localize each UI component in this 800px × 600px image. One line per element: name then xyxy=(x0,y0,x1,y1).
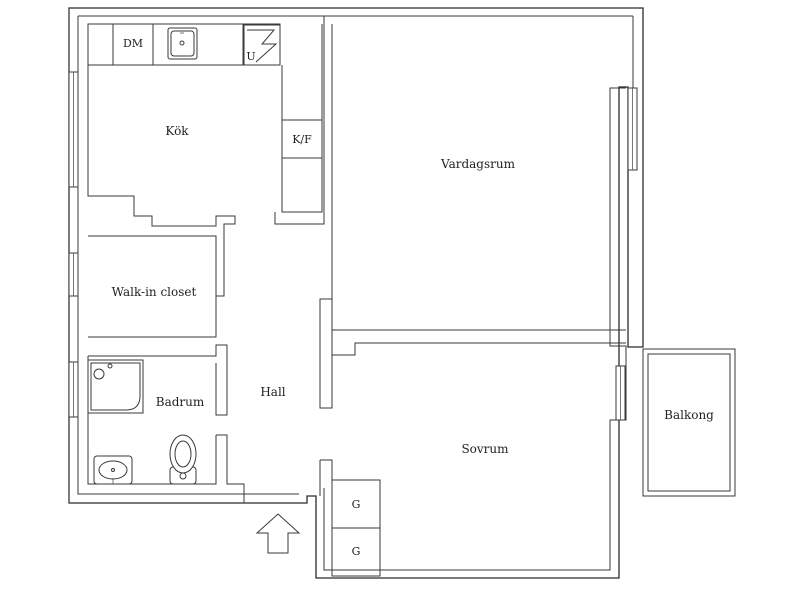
bathroom-top-wall xyxy=(88,344,228,416)
closet-wall xyxy=(88,235,217,338)
balcony-label: Balkong xyxy=(664,408,714,422)
bathroom-label: Badrum xyxy=(156,395,205,409)
fridge-freezer-label: K/F xyxy=(292,133,312,146)
oven-label: U xyxy=(246,50,255,63)
toilet-icon xyxy=(169,434,197,485)
bathroom-right-wall xyxy=(216,434,245,503)
kitchen-sink-icon xyxy=(167,27,198,60)
oven-icon xyxy=(243,24,281,66)
wardrobe-bottom-label: G xyxy=(352,545,361,558)
kitchen-right-wall xyxy=(274,16,325,225)
window-kitchen xyxy=(68,71,79,188)
shower-icon xyxy=(87,359,144,414)
outer-wall xyxy=(68,7,644,579)
bedroom-top-wall xyxy=(332,342,626,356)
kitchen-bottom-wall xyxy=(87,65,236,297)
wardrobes xyxy=(331,479,381,577)
dishwasher-label: DM xyxy=(123,37,143,50)
living-bedroom-divider xyxy=(319,298,333,409)
living-room-label: Vardagsrum xyxy=(440,157,516,171)
wardrobe-top-label: G xyxy=(352,498,361,511)
bedroom-label: Sovrum xyxy=(461,442,509,456)
washbasin-icon xyxy=(93,455,133,485)
window-bedroom xyxy=(615,365,626,421)
walk-in-closet-label: Walk-in closet xyxy=(112,285,197,299)
hall-label: Hall xyxy=(260,385,285,399)
window-bathroom xyxy=(68,361,79,418)
outer-wall-inner-right xyxy=(323,87,627,571)
window-closet xyxy=(68,252,79,297)
entrance-arrow-icon xyxy=(255,513,301,554)
window-living-room xyxy=(627,87,638,171)
kitchen-side-counter xyxy=(281,24,323,213)
kitchen-label: Kök xyxy=(165,124,189,138)
balcony xyxy=(642,348,736,497)
bathroom-walls xyxy=(87,356,217,485)
